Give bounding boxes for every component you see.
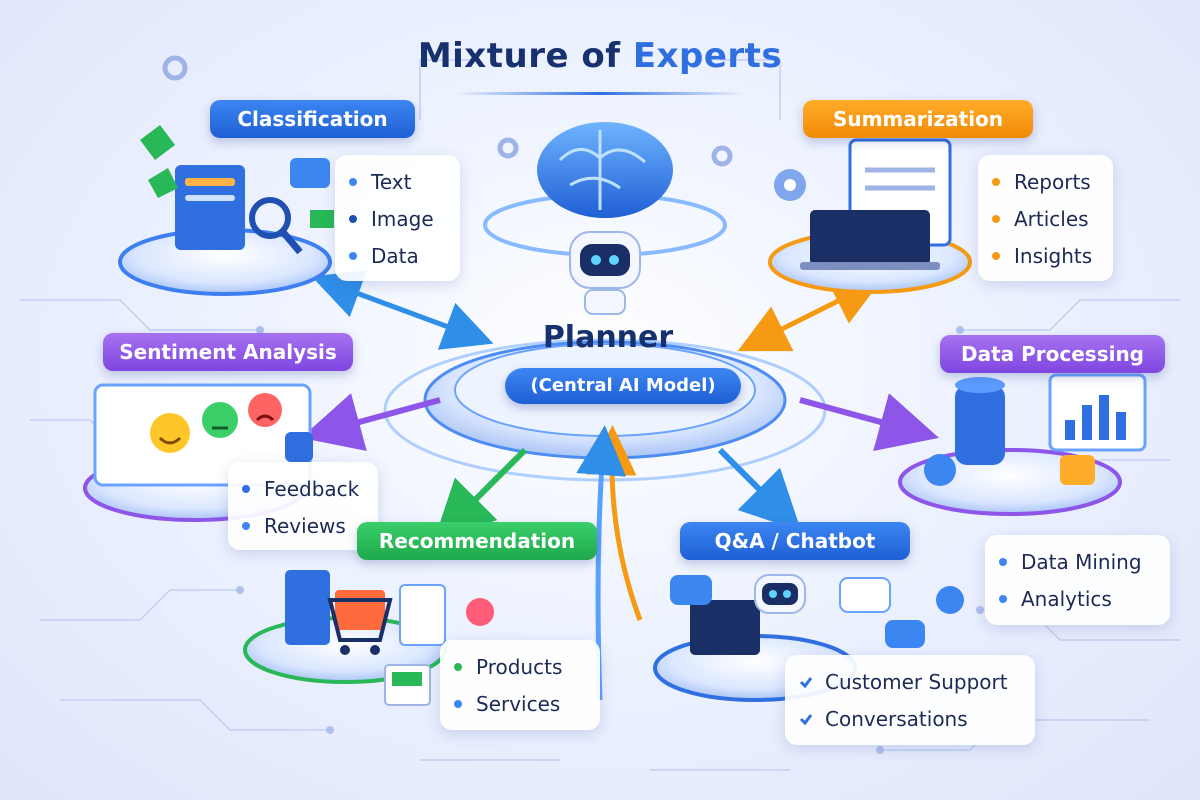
page-title: Mixture of Experts [0, 36, 1200, 76]
gear-icon [936, 586, 964, 614]
arrow-qa [717, 447, 802, 532]
list-item: Products [454, 648, 586, 685]
summarization-platform [768, 138, 972, 294]
document-icon [175, 165, 245, 250]
chat-bubble-icon [885, 620, 925, 648]
laptop-icon [690, 600, 760, 655]
emoji-happy-icon [150, 413, 190, 453]
chat-bubble-icon [290, 158, 330, 188]
bar-chart-icon [1048, 373, 1147, 452]
arrow-recommendation [433, 447, 528, 542]
emoji-neutral-icon [202, 402, 238, 438]
planner-subtitle: (Central AI Model) [505, 368, 741, 404]
database-icon [955, 385, 1005, 465]
list-item: Articles [992, 200, 1099, 237]
classification-items: Text Image Data [335, 155, 460, 281]
arrow-data-processing [799, 393, 939, 452]
expert-label-qa: Q&A / Chatbot [680, 522, 910, 560]
arrow-sentiment [301, 393, 441, 452]
sentiment-items: Feedback Reviews [228, 462, 378, 550]
database-icon [285, 432, 313, 462]
planner-title: Planner [542, 320, 674, 355]
brain-icon [537, 122, 673, 218]
data-processing-items: Data Mining Analytics [985, 535, 1170, 625]
classification-platform [118, 125, 334, 296]
list-item: Reviews [242, 507, 364, 544]
title-accent: Experts [632, 36, 783, 76]
data-processing-platform [898, 373, 1147, 516]
gear-icon [162, 55, 733, 167]
list-item: Reports [992, 163, 1099, 200]
expert-label-sentiment: Sentiment Analysis [103, 333, 353, 371]
laptop-icon [810, 210, 930, 265]
arrow-classification [311, 270, 494, 350]
list-item: Conversations [799, 700, 1021, 737]
expert-label-recommendation: Recommendation [357, 522, 597, 560]
magnifier-icon [249, 197, 291, 239]
list-item: Feedback [242, 470, 364, 507]
expert-label-data-processing: Data Processing [940, 335, 1165, 373]
robot-icon [569, 231, 641, 315]
recommendation-platform [243, 570, 494, 706]
title-underline [455, 92, 745, 95]
qa-items: Customer Support Conversations [785, 655, 1035, 745]
emoji-sad-icon [248, 393, 282, 427]
expert-label-summarization: Summarization [803, 100, 1033, 138]
list-item: Text [349, 163, 446, 200]
list-item: Data Mining [999, 543, 1156, 580]
list-item: Services [454, 685, 586, 722]
list-item: Insights [992, 237, 1099, 274]
qa-platform [653, 574, 964, 702]
title-main: Mixture of [417, 36, 621, 76]
list-item: Image [349, 200, 446, 237]
arrow-summarization [737, 278, 883, 352]
expert-label-classification: Classification [210, 100, 415, 138]
arrow-feedback-orange [586, 425, 643, 621]
list-item: Analytics [999, 580, 1156, 617]
shopping-cart-icon [327, 598, 393, 642]
gear-icon [924, 454, 956, 486]
summarization-items: Reports Articles Insights [978, 155, 1113, 281]
recommendation-items: Products Services [440, 640, 600, 730]
list-item: Customer Support [799, 663, 1021, 700]
chat-bubble-icon [670, 575, 712, 605]
chat-bubble-icon [839, 577, 891, 613]
list-item: Data [349, 237, 446, 274]
